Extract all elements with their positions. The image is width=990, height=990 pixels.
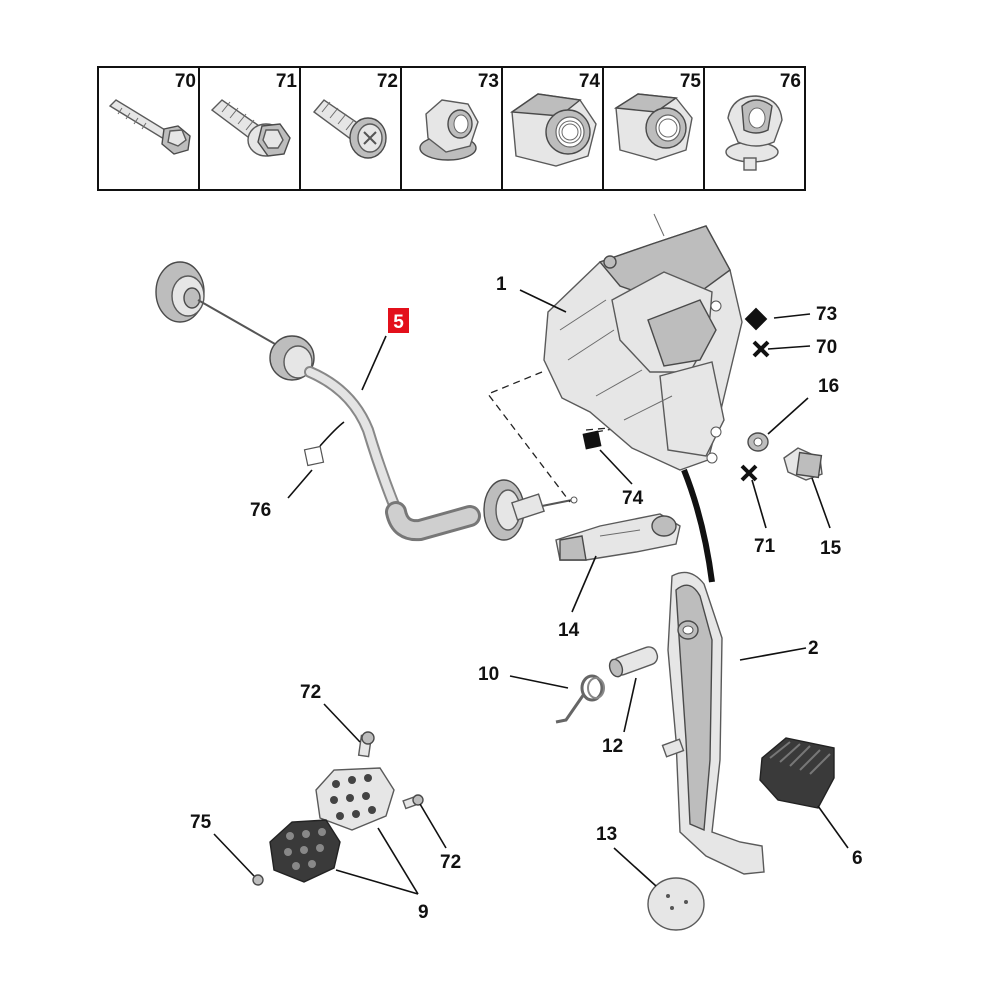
- marker-shapes: [303, 307, 770, 482]
- assembly-arrow: [681, 468, 715, 583]
- table-cell-number: 76: [780, 71, 801, 92]
- callout-2: 2: [808, 638, 819, 659]
- cross-marker-71: [740, 464, 758, 482]
- pedal-box-bracket: [543, 213, 743, 471]
- long-bolt-icon: [108, 99, 191, 155]
- stop-disc: [647, 877, 705, 931]
- screw-icon: [312, 99, 387, 159]
- callout-76: 76: [250, 500, 271, 521]
- square-marker-74: [582, 430, 602, 450]
- callout-70: 70: [816, 337, 837, 358]
- highlight-label-text: 5: [393, 312, 404, 333]
- assembly-guide-lines: [486, 371, 701, 503]
- callout-labels: 1 73 70 16 76 74 71 15 14 2 10 12 72 75 …: [190, 274, 863, 923]
- table-cell-number: 71: [276, 71, 298, 92]
- hex-nut-icon: [509, 93, 597, 167]
- return-spring: [555, 674, 605, 724]
- callout-12: 12: [602, 736, 623, 757]
- washer-and-bolt: [747, 432, 823, 481]
- callout-71: 71: [754, 536, 776, 557]
- callout-72-bottom: 72: [440, 852, 461, 873]
- callout-13: 13: [596, 824, 617, 845]
- callout-15: 15: [820, 538, 842, 559]
- flange-bolt-icon: [210, 99, 291, 157]
- clutch-cable: [155, 261, 578, 542]
- callout-73: 73: [816, 304, 837, 325]
- pivot-pin: [608, 646, 659, 678]
- actuator-lever: [555, 513, 681, 561]
- pedal-arm: [661, 571, 765, 875]
- small-pedal-pads: [252, 731, 424, 886]
- parts-table: 70 71 72 73 74 75 76: [97, 66, 806, 191]
- callout-75: 75: [190, 812, 212, 833]
- callout-72-top: 72: [300, 682, 321, 703]
- table-cell-number: 70: [175, 71, 196, 92]
- callout-74: 74: [622, 488, 644, 509]
- callout-14: 14: [558, 620, 580, 641]
- callout-1: 1: [496, 274, 507, 295]
- callout-10: 10: [478, 664, 499, 685]
- callout-16: 16: [818, 376, 839, 397]
- clip-icon: [725, 95, 783, 171]
- table-cell-number: 72: [377, 71, 398, 92]
- rubber-pedal-pad: [759, 737, 835, 809]
- highlight-label: 5: [388, 308, 409, 333]
- table-cell-number: 75: [680, 71, 702, 92]
- leader-lines: [213, 289, 849, 895]
- square-marker-76: [303, 445, 325, 467]
- cross-marker-70: [752, 340, 770, 358]
- diamond-marker-73: [744, 307, 768, 331]
- cap-nut-icon: [613, 93, 693, 161]
- flange-nut-icon: [419, 99, 479, 161]
- table-cell-number: 73: [478, 71, 499, 92]
- callout-9: 9: [418, 902, 429, 923]
- callout-6: 6: [852, 848, 863, 869]
- table-cell-number: 74: [579, 71, 601, 92]
